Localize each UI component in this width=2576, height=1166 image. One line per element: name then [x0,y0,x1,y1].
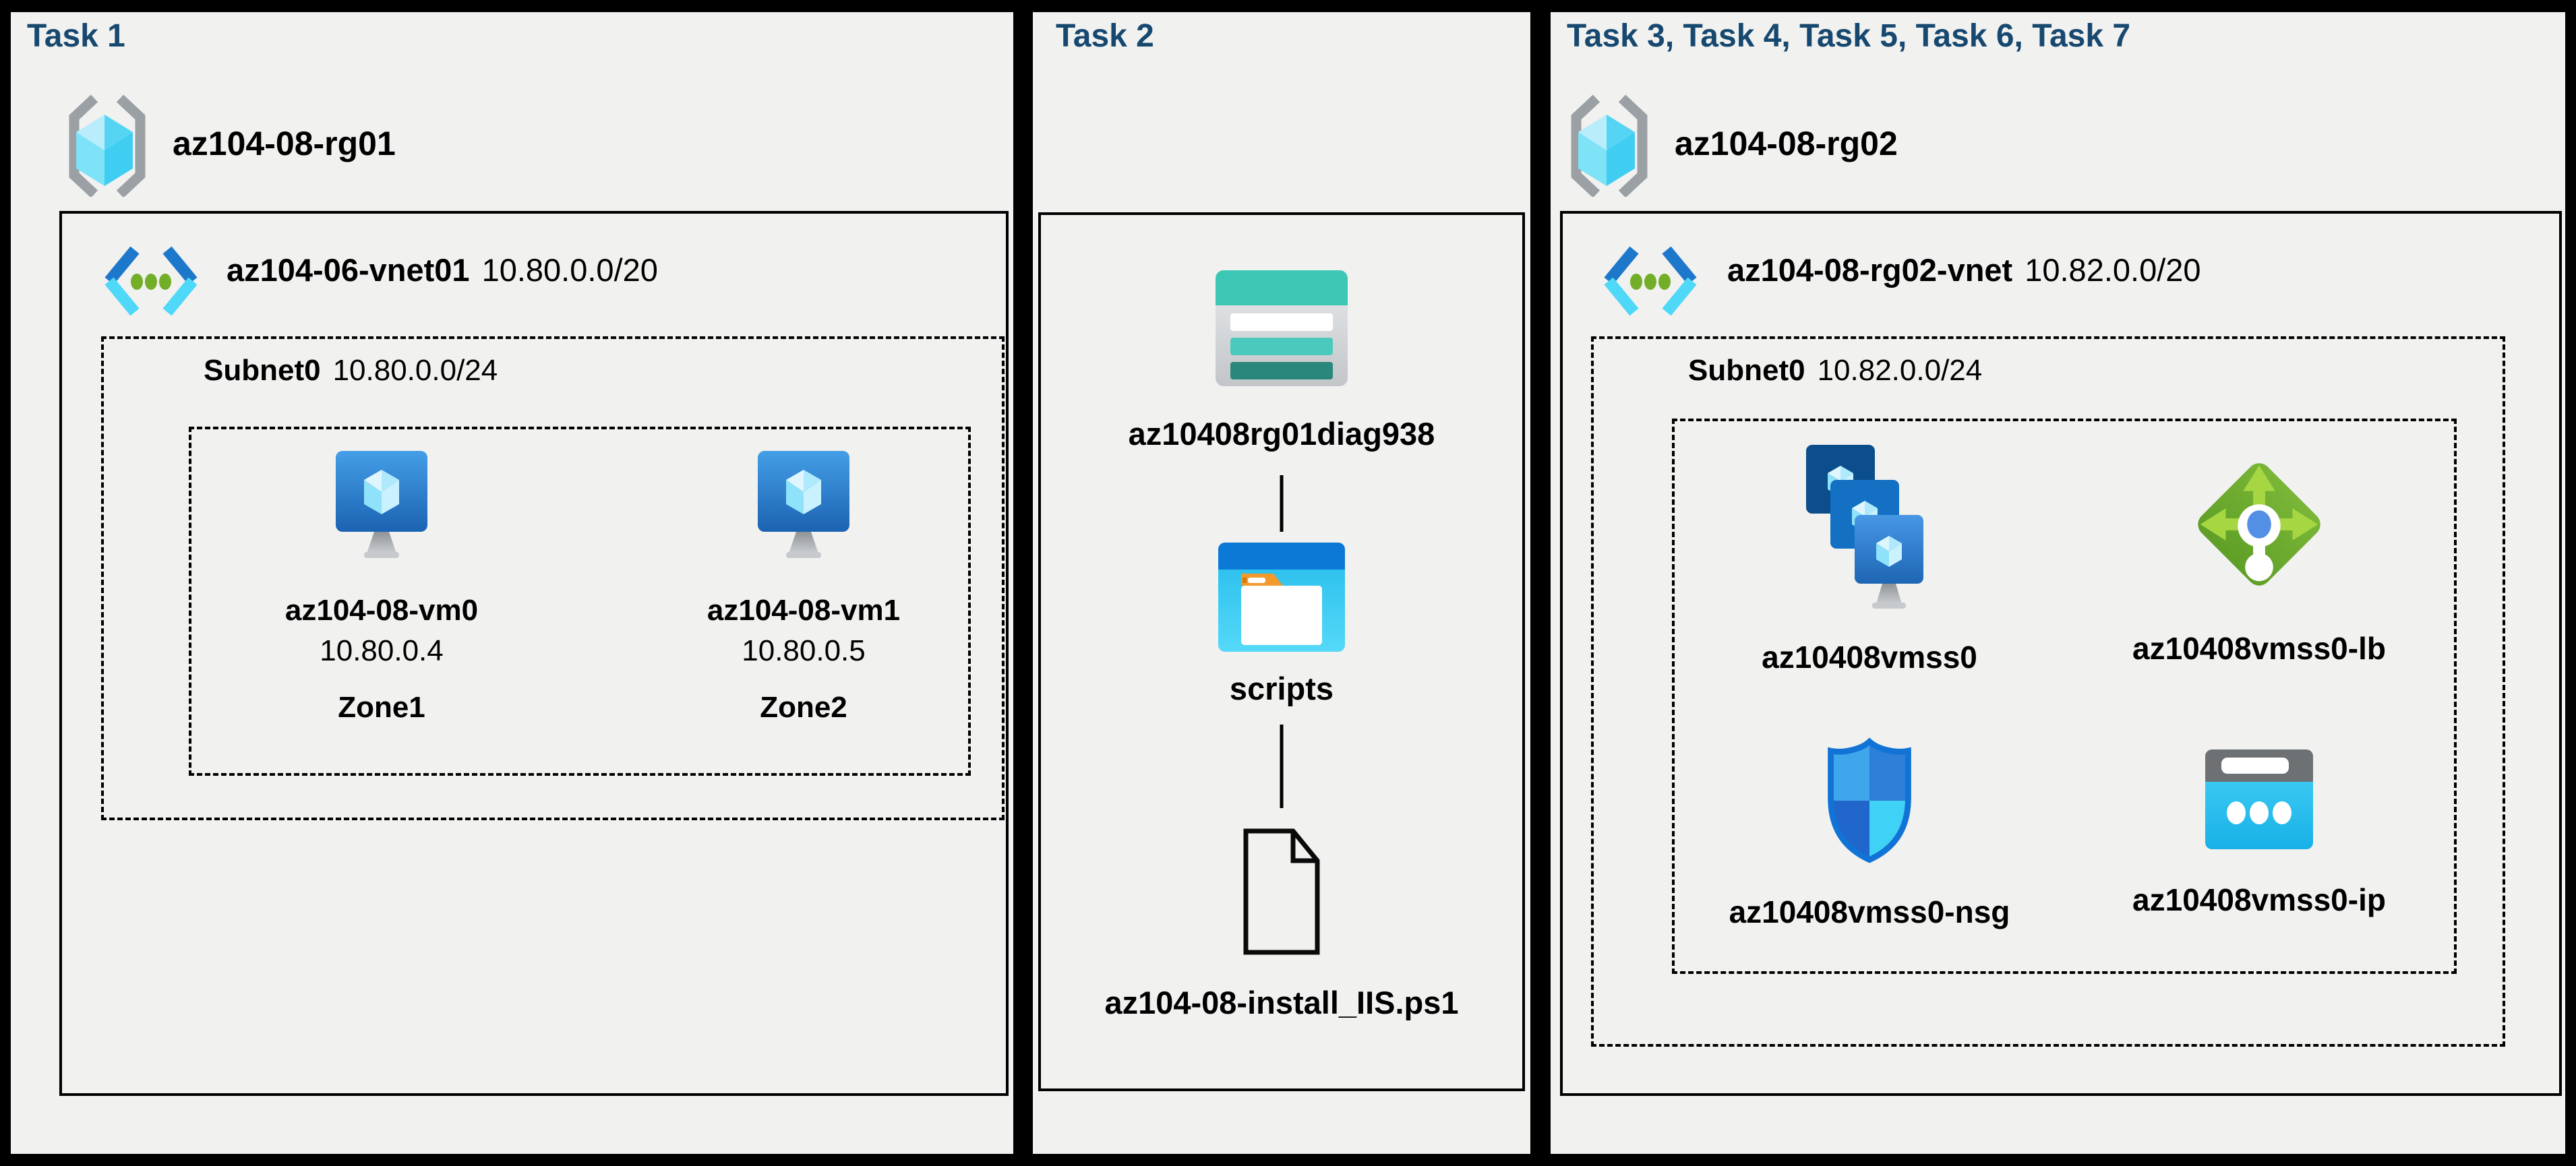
vm1-group: az104-08-vm1 10.80.0.5 Zone2 [642,429,965,725]
task3-title: Task 3, Task 4, Task 5, Task 6, Task 7 [1567,18,2131,54]
vm-zone: Zone2 [760,691,847,724]
vm0-group: az104-08-vm0 10.80.0.4 Zone1 [220,429,543,725]
zone-box: az104-08-vm0 10.80.0.4 Zone1 [189,427,971,776]
public-ip-name: az10408vmss0-ip [2132,882,2386,917]
vm-ip: 10.80.0.5 [742,634,866,667]
task2-title: Task 2 [1056,18,1154,54]
resource-group-icon [1568,94,1650,197]
virtual-network-icon [100,243,202,319]
subnet-box: Subnet0 10.82.0.0/24 [1591,336,2505,1047]
panel-task3: Task 3, Task 4, Task 5, Task 6, Task 7 a… [1551,12,2565,1154]
subnet-name: Subnet0 [1688,354,1805,387]
virtual-machine-icon [334,450,429,561]
vnet-cidr: 10.80.0.0/20 [481,252,658,288]
network-security-group-icon [1820,737,1919,864]
nsg-name: az10408vmss0-nsg [1729,894,2010,929]
resource-group-name: az104-08-rg02 [1675,125,1898,162]
subnet-name: Subnet0 [204,354,321,387]
vnet-cidr: 10.82.0.0/20 [2025,252,2201,288]
vmss-name: az10408vmss0 [1762,640,1977,675]
vnet-name: az104-06-vnet01 [227,252,470,288]
vnet-name: az104-08-rg02-vnet [1727,252,2013,288]
load-balancer-icon [2186,451,2333,598]
virtual-network-icon [1599,243,1702,319]
connector-line [1280,475,1284,532]
vmss-group: az10408vmss0 [1675,421,2064,696]
virtual-machine-icon [756,450,851,561]
storage-account-icon [1216,270,1348,386]
vm-name: az104-08-vm0 [284,594,479,627]
subnet-cidr: 10.82.0.0/24 [1817,354,1983,387]
panel-task2: Task 2 az10408rg01diag938 [1033,12,1530,1154]
nsg-group: az10408vmss0-nsg [1675,696,2064,971]
vnet-label: az104-08-rg02-vnet 10.82.0.0/20 [1727,251,2201,288]
resource-group-icon [66,94,148,197]
vmss-resources-box: az10408vmss0 [1672,419,2457,974]
subnet-cidr: 10.80.0.0/24 [332,354,498,387]
vm-name: az104-08-vm1 [707,594,901,627]
connector-line [1280,725,1284,808]
vm-scale-set-icon [1801,442,1938,615]
storage-account-name: az10408rg01diag938 [1128,416,1435,452]
subnet-box: Subnet0 10.80.0.0/24 [101,336,1005,820]
task1-title: Task 1 [27,18,125,54]
blob-container-icon [1218,543,1345,653]
public-ip-group: az10408vmss0-ip [2064,696,2454,971]
resource-group-name: az104-08-rg01 [173,125,396,162]
vm-zone: Zone1 [338,691,425,724]
container-name: scripts [1229,671,1334,706]
task2-box: az10408rg01diag938 scrip [1038,212,1525,1091]
vm-ip: 10.80.0.4 [320,634,444,667]
panel-task1: Task 1 az104-08-rg01 [11,12,1013,1154]
public-ip-icon [2205,749,2313,849]
subnet-label: Subnet0 10.80.0.0/24 [204,354,498,388]
vnet-box: az104-08-rg02-vnet 10.82.0.0/20 Subnet0 10… [1560,211,2562,1096]
vnet-box: az104-06-vnet01 10.80.0.0/20 Subnet0 10.80… [59,211,1009,1096]
load-balancer-group: az10408vmss0-lb [2064,421,2454,696]
script-file-name: az104-08-install_IIS.ps1 [1104,985,1459,1020]
vnet-label: az104-06-vnet01 10.80.0.0/20 [227,251,658,288]
load-balancer-name: az10408vmss0-lb [2132,631,2386,666]
script-file-icon [1239,826,1324,958]
subnet-label: Subnet0 10.82.0.0/24 [1688,354,1982,388]
